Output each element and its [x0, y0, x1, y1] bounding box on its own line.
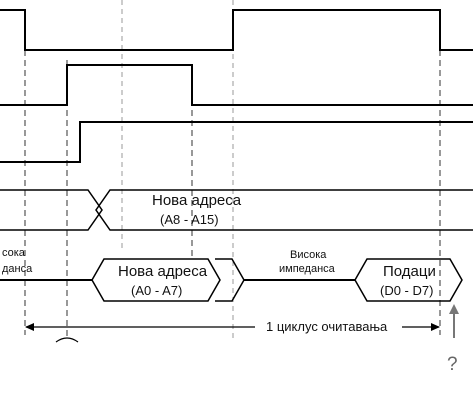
- signal-1-waveform: [0, 9, 473, 51]
- bus-high-top-line: [0, 189, 103, 231]
- bus-low-address-line1: Нова адреса: [118, 263, 208, 280]
- bus-low-multiplexed: сока данса Нова адреса (A0 - A7) Висока …: [0, 247, 463, 302]
- bus-low-data-line2: (D0 - D7): [380, 283, 433, 298]
- guide-lines: [24, 0, 441, 340]
- cycle-start-marker-arc: [55, 337, 79, 343]
- question-marker: ?: [447, 304, 459, 375]
- bus-high-label-line2: (A8 - A15): [160, 212, 219, 227]
- read-cycle-span: 1 циклус очитавања: [25, 319, 440, 343]
- bus-low-left-hiz-line1: сока: [2, 247, 26, 259]
- bus-low-hiz-line1: Висока: [290, 249, 327, 261]
- bus-high-address: Нова адреса (A8 - A15): [0, 189, 473, 231]
- bus-low-left-hiz-line2: данса: [2, 263, 33, 275]
- cycle-arrow-right-head: [431, 323, 440, 331]
- signal-3-waveform: [0, 121, 473, 163]
- question-mark: ?: [447, 354, 458, 375]
- bus-low-data-line1: Подаци: [383, 263, 436, 280]
- cycle-arrow-left-head: [25, 323, 34, 331]
- question-arrow-head: [449, 304, 459, 314]
- bus-low-data-box: [354, 258, 463, 302]
- cycle-label: 1 циклус очитавања: [266, 319, 388, 334]
- bus-low-address-box: [91, 258, 221, 302]
- signal-2-waveform: [0, 64, 473, 106]
- bus-high-new-address-shape: [95, 189, 473, 231]
- bus-low-address-line2: (A0 - A7): [131, 283, 182, 298]
- bus-high-label-line1: Нова адреса: [152, 192, 242, 209]
- bus-low-hiz-line2: импеданса: [279, 263, 336, 275]
